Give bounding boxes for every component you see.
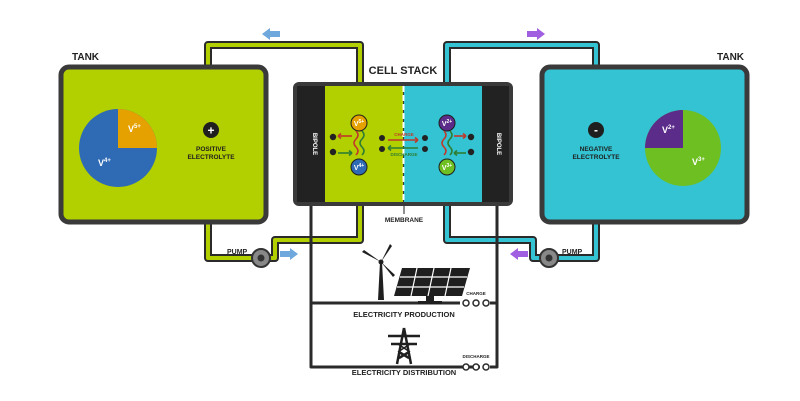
positive-label-line1: POSITIVE [196, 146, 227, 153]
electron-markers [329, 133, 475, 156]
ion-v5: V5+ [350, 114, 368, 132]
minus-icon [588, 122, 604, 138]
reaction-paths [353, 130, 453, 156]
negative-label-line1: NEGATIVE [580, 146, 613, 153]
discharge-label: DISCHARGE [390, 152, 417, 157]
pie-label-v2: V2+ [662, 125, 675, 135]
membrane-label: MEMBRANE [385, 217, 424, 224]
pie-label-v5: V5+ [128, 124, 141, 134]
svg-text:V2+: V2+ [442, 119, 452, 128]
bipole-right [482, 86, 509, 202]
charge-label: CHARGE [394, 132, 414, 137]
pie-label-v4: V4+ [98, 158, 111, 168]
negative-pipes [443, 41, 600, 262]
negative-electrolyte-pie: V2+ V3+ [645, 110, 721, 186]
svg-text:V5+: V5+ [354, 119, 364, 128]
charge-arrows [337, 132, 467, 157]
positive-pipes [204, 41, 364, 262]
positive-electrolyte-pie: V5+ V4+ [79, 109, 157, 187]
charge-switch [462, 299, 490, 307]
left-tank-title: TANK [72, 52, 100, 63]
pie-label-v3: V3+ [692, 157, 705, 167]
bipole-left [297, 86, 325, 202]
flow-arrow-icon [280, 248, 298, 260]
negative-label-line2: ELECTROLYTE [572, 154, 620, 161]
discharge-switch [462, 363, 490, 371]
bipole-left-label: BIPOLE [311, 133, 317, 155]
flow-arrow-icon [527, 28, 545, 40]
positive-label-line2: ELECTROLYTE [187, 154, 235, 161]
right-pump-label: PUMP [562, 249, 583, 256]
charge-switch-label: CHARGE [466, 291, 486, 296]
cell-stack-title: CELL STACK [369, 65, 438, 77]
negative-sign: - [594, 123, 598, 137]
left-pump-label: PUMP [227, 249, 248, 256]
positive-half-cell [325, 86, 403, 202]
pump-icon [539, 248, 559, 268]
negative-half-cell [404, 86, 482, 202]
wind-turbine-icon [362, 244, 395, 300]
svg-text:V3+: V3+ [442, 163, 452, 172]
power-pylon-icon [388, 327, 420, 365]
positive-sign: + [207, 124, 214, 138]
discharge-switch-label: DISCHARGE [462, 354, 489, 359]
electricity-production-label: ELECTRICITY PRODUCTION [353, 310, 455, 319]
flow-arrow-icon [262, 28, 280, 40]
pump-icon [251, 248, 271, 268]
electricity-distribution-label: ELECTRICITY DISTRIBUTION [352, 368, 456, 377]
ion-v2: V2+ [438, 114, 456, 132]
ion-v4: V4+ [350, 158, 368, 176]
svg-text:V4+: V4+ [354, 163, 364, 172]
bipole-right-label: BIPOLE [495, 133, 501, 155]
right-tank-title: TANK [717, 52, 745, 63]
solar-panel-icon [394, 267, 470, 304]
plus-icon [203, 122, 219, 138]
ion-v3: V3+ [438, 158, 456, 176]
flow-arrow-icon [510, 248, 528, 260]
